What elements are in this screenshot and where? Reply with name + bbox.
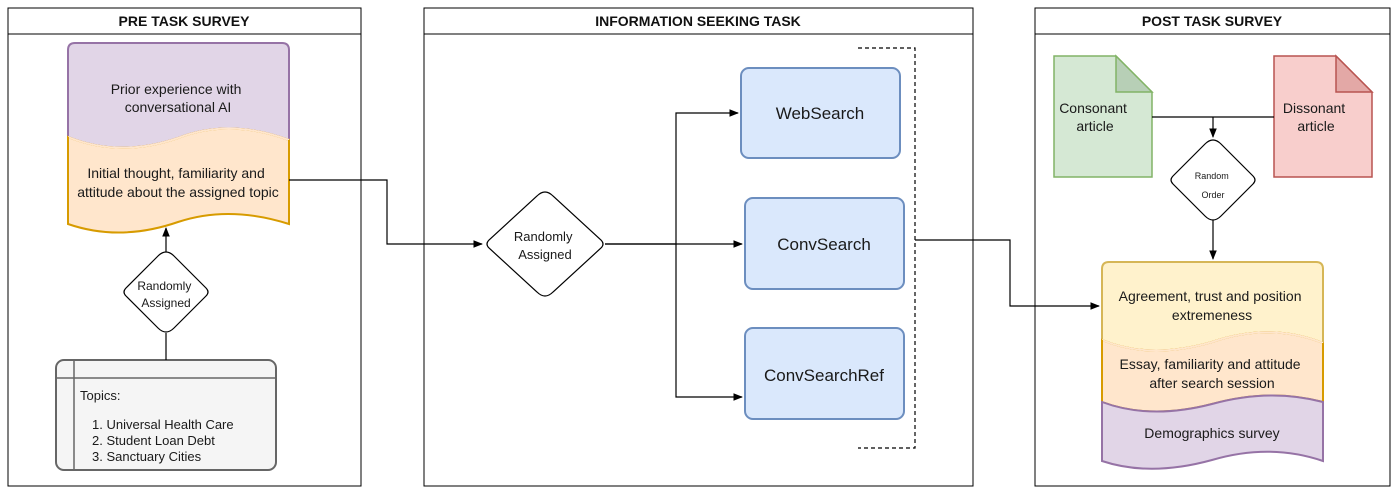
task-panel: INFORMATION SEEKING TASK	[423, 7, 974, 487]
prior-experience-line2: conversational AI	[125, 99, 232, 115]
task-random-diamond: Randomly Assigned	[486, 191, 604, 297]
svg-text:Consonant article: Consonant article	[1059, 100, 1131, 134]
svg-text:Prior experience with co: Prior experience with conversational AI	[111, 81, 246, 115]
svg-text:Dissonant article: Dissonant article	[1283, 100, 1349, 134]
task-title: INFORMATION SEEKING TASK	[595, 13, 801, 29]
essay-line1: Essay, familiarity and attitude	[1120, 356, 1301, 372]
dissonant-line2: article	[1297, 118, 1335, 134]
condition-convsearchref-label: ConvSearchRef	[764, 366, 884, 385]
demographics-label: Demographics survey	[1144, 425, 1279, 441]
consonant-line2: article	[1076, 118, 1114, 134]
condition-convsearchref: ConvSearchRef	[744, 327, 905, 420]
random-order-line1: Random	[1195, 171, 1229, 181]
random-order-line2: Order	[1201, 190, 1224, 200]
topics-heading: Topics:	[80, 388, 120, 403]
consonant-article: Consonant article	[1053, 54, 1154, 178]
post-connectors	[1152, 116, 1274, 260]
initial-thought-block: Initial thought, familiarity and attitud…	[67, 127, 290, 234]
svg-text:Essay, familiarity and attitud: Essay, familiarity and attitude after se…	[1120, 356, 1305, 391]
random-order-diamond: Random Order	[1170, 139, 1256, 221]
svg-text:1. Universal Health Care: 1. Universal Health Care 2. Student Loan…	[92, 417, 237, 464]
agreement-line2: extremeness	[1172, 307, 1252, 323]
essay-line2: after search session	[1149, 375, 1274, 391]
consonant-line1: Consonant	[1059, 100, 1127, 116]
post-task-panel: POST TASK SURVEY	[1034, 7, 1391, 487]
svg-text:Randomly Assigned: Randomly Assigned	[137, 279, 194, 310]
condition-websearch-label: WebSearch	[776, 104, 865, 123]
initial-thought-line1: Initial thought, familiarity and	[87, 165, 264, 181]
initial-thought-line2: attitude about the assigned topic	[77, 184, 279, 200]
pre-random-line1: Randomly	[137, 279, 191, 293]
dissonant-article: Dissonant article	[1273, 54, 1374, 178]
topic-item: 2. Student Loan Debt	[92, 433, 215, 448]
task-random-line1: Randomly	[514, 229, 573, 244]
topic-item: 3. Sanctuary Cities	[92, 449, 202, 464]
topics-box: Topics: 1. Universal Health Care 2. Stud…	[55, 359, 277, 471]
condition-convsearch-label: ConvSearch	[777, 235, 871, 254]
prior-experience-line1: Prior experience with	[111, 81, 242, 97]
task-connectors	[605, 109, 1100, 401]
demographics-block: Demographics survey	[1101, 394, 1324, 470]
condition-websearch: WebSearch	[740, 67, 901, 159]
post-task-title: POST TASK SURVEY	[1142, 13, 1283, 29]
svg-text:Initial thought, familiarity a: Initial thought, familiarity and attitud…	[77, 165, 279, 200]
conditions-bracket	[858, 47, 916, 449]
dissonant-line1: Dissonant	[1283, 100, 1345, 116]
svg-text:Random Order: Random Order	[1195, 171, 1232, 200]
prior-experience-block: Prior experience with conversational AI	[67, 42, 290, 149]
svg-text:Agreement, trust and position: Agreement, trust and position extremenes…	[1119, 288, 1306, 323]
pre-task-title: PRE TASK SURVEY	[119, 13, 251, 29]
essay-block: Essay, familiarity and attitude after se…	[1101, 331, 1324, 413]
agreement-line1: Agreement, trust and position	[1119, 288, 1302, 304]
pre-random-diamond: Randomly Assigned	[123, 251, 209, 333]
condition-convsearch: ConvSearch	[744, 197, 905, 290]
pre-connectors	[162, 179, 483, 360]
svg-text:Randomly Assigned: Randomly Assigned	[514, 229, 576, 262]
agreement-block: Agreement, trust and position extremenes…	[1101, 261, 1324, 352]
task-random-line2: Assigned	[518, 247, 571, 262]
pre-random-line2: Assigned	[141, 296, 190, 310]
topic-item: 1. Universal Health Care	[92, 417, 234, 432]
